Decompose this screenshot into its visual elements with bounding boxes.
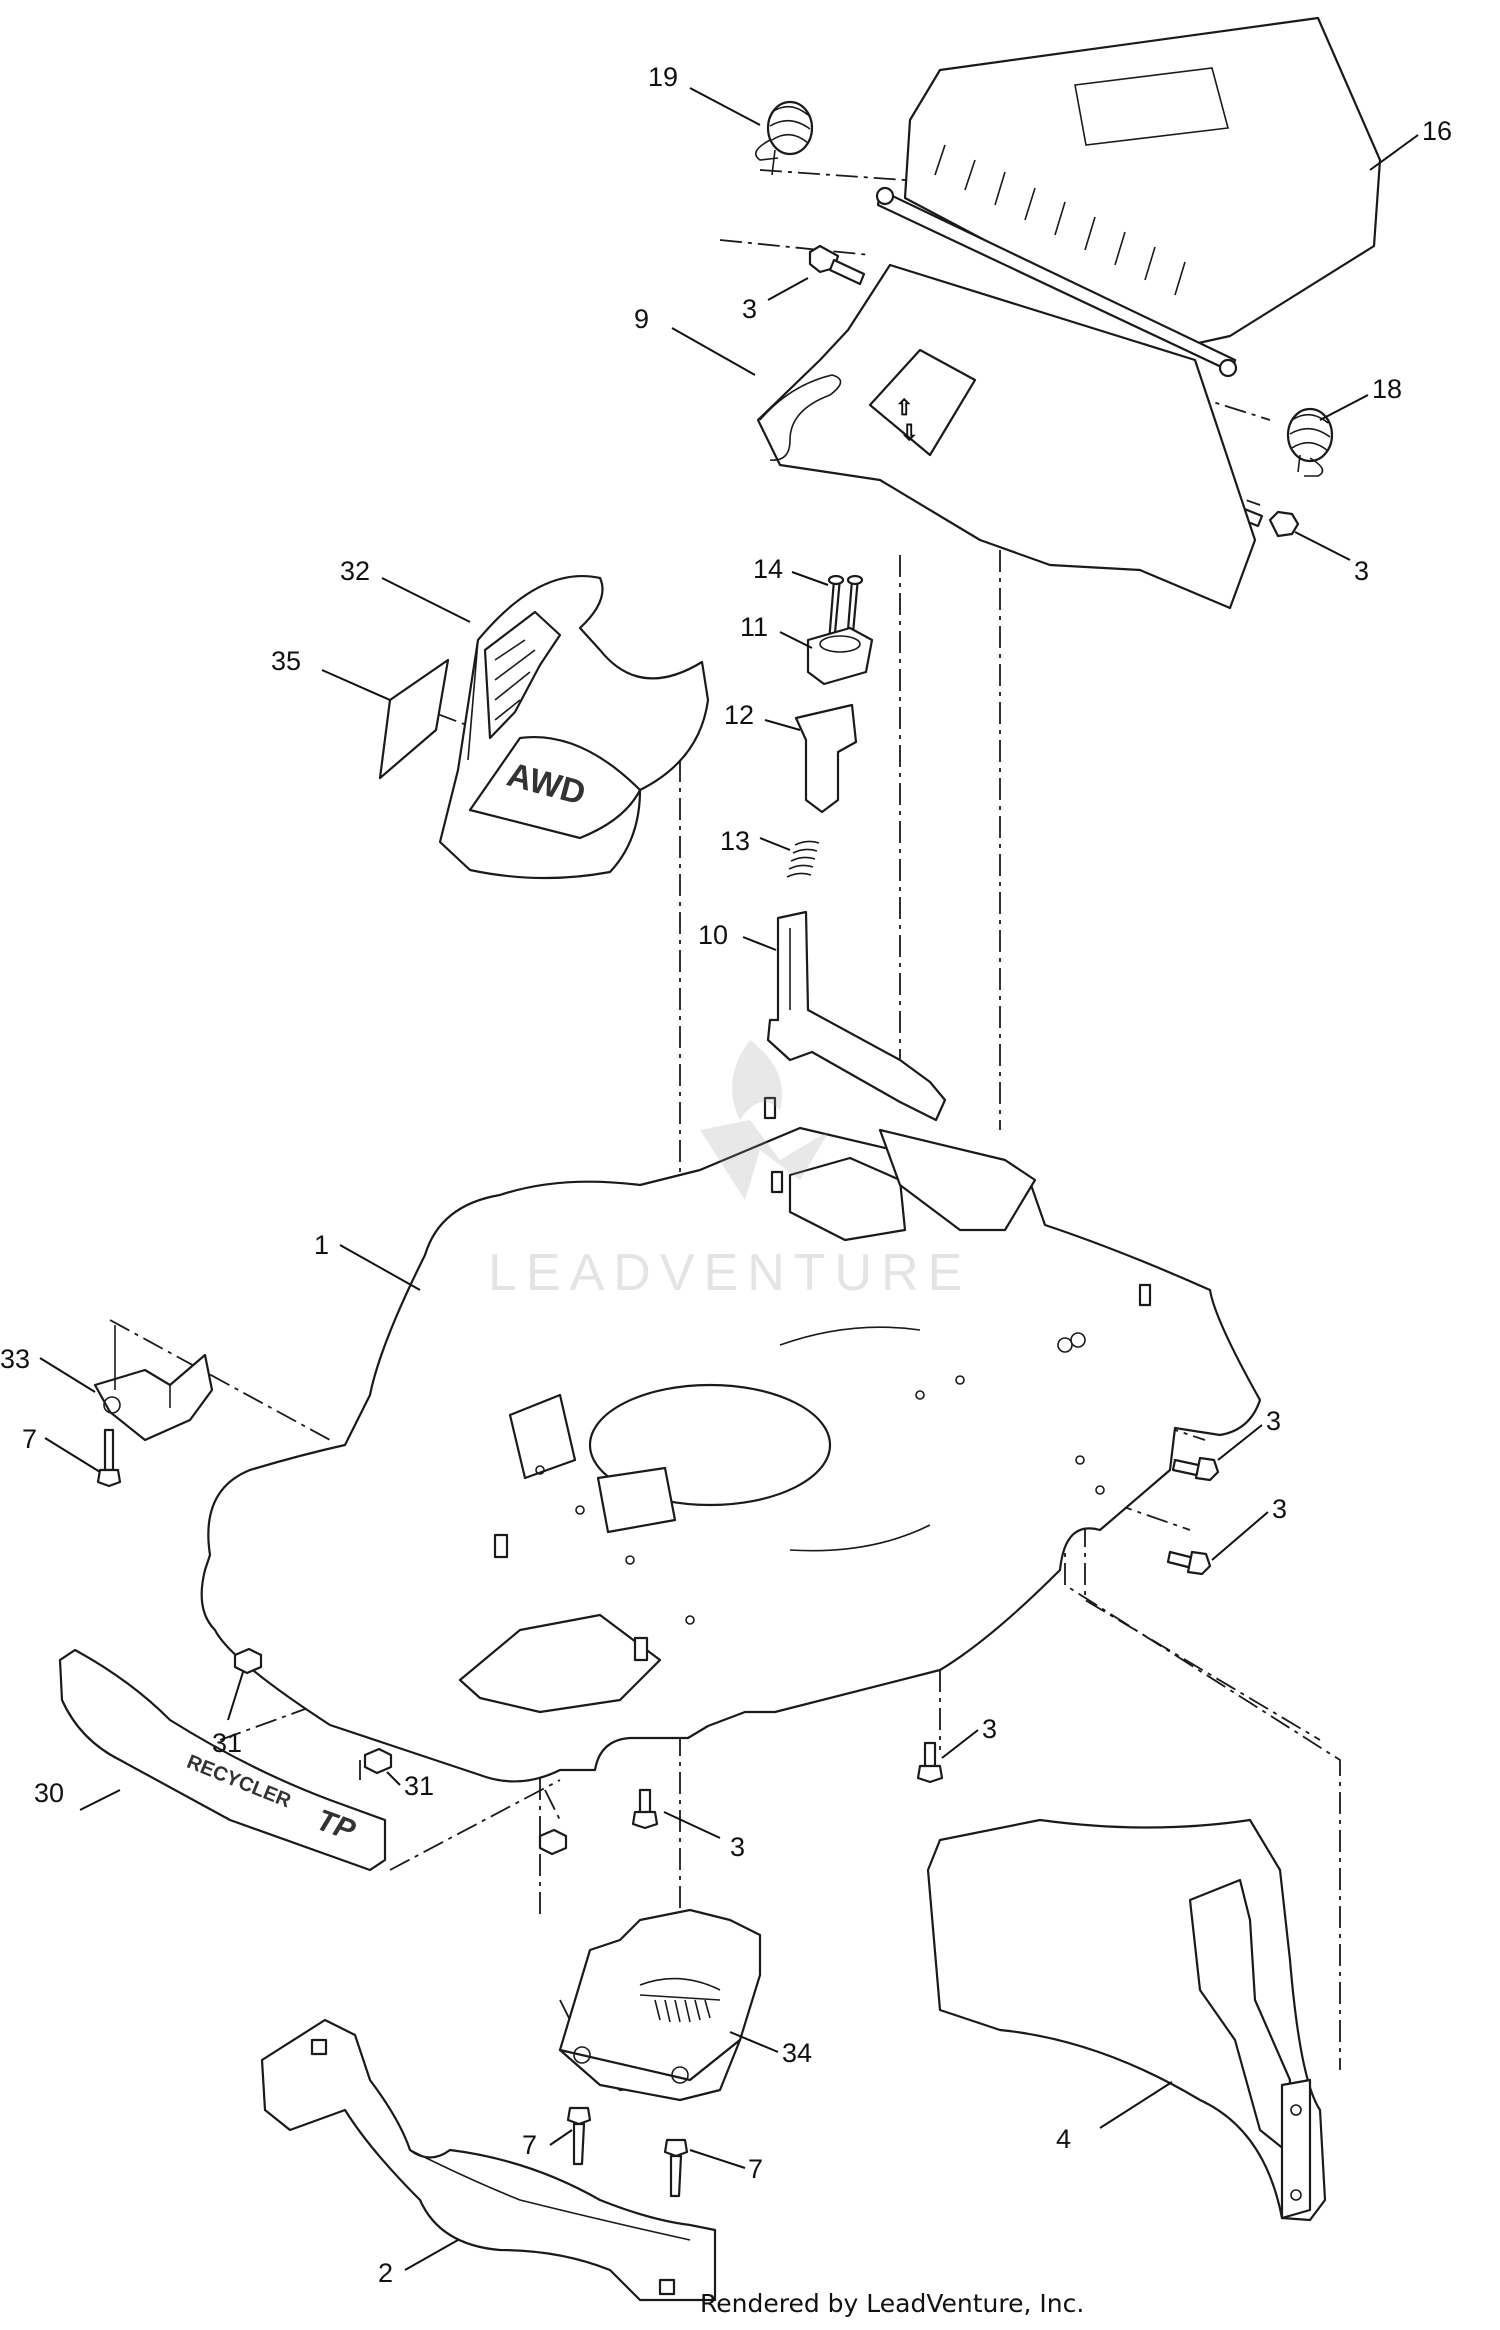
bolt-3-lower-2 <box>631 1788 659 1830</box>
bolt-3-right-2 <box>1166 1550 1212 1576</box>
callout-10: 10 <box>698 920 728 950</box>
part-12-slider <box>794 703 858 814</box>
callout-labels: 19 16 3 9 18 3 32 14 11 35 12 13 10 1 33… <box>0 62 1452 2288</box>
part-18-spring <box>1286 407 1334 477</box>
bolt-3-right-1 <box>1171 1456 1220 1482</box>
callout-14: 14 <box>753 554 783 584</box>
callout-3: 3 <box>1266 1406 1281 1436</box>
leadventure-watermark: LEADVENTURE <box>488 1040 971 1302</box>
callout-19: 19 <box>648 62 678 92</box>
callout-18: 18 <box>1372 374 1402 404</box>
part-31-nut-2 <box>363 1747 393 1775</box>
part-9-rear-door: ⇧ ⇩ <box>756 263 1257 610</box>
callout-7: 7 <box>522 2130 537 2160</box>
callout-1: 1 <box>314 1230 329 1260</box>
callout-16: 16 <box>1422 116 1452 146</box>
callout-3: 3 <box>1354 556 1369 586</box>
watermark-text: LEADVENTURE <box>488 1244 971 1302</box>
part-30-side-panel: RECYCLER TP <box>58 1648 387 1872</box>
bolt-7-lower-right <box>663 2138 689 2198</box>
render-credit: Rendered by LeadVenture, Inc. <box>700 2289 1085 2318</box>
svg-text:⇩: ⇩ <box>900 420 918 445</box>
part-19-spring <box>754 100 814 176</box>
part-11-knob <box>806 626 874 686</box>
bolt-7-lower-left <box>566 2106 592 2166</box>
part-13-spring <box>786 840 820 878</box>
part-34-rear-bracket <box>558 1908 762 2102</box>
callout-31: 31 <box>404 1771 434 1801</box>
part-1-deck <box>200 1096 1262 1783</box>
bolt-3-upper-left <box>808 244 866 286</box>
part-10-height-lever <box>766 910 947 1122</box>
svg-text:⇧: ⇧ <box>895 395 913 420</box>
callout-32: 32 <box>340 556 370 586</box>
leader-lines <box>39 87 1419 2271</box>
part-4-rear-deflector <box>926 1818 1327 2222</box>
callout-31: 31 <box>212 1728 242 1758</box>
callout-11: 11 <box>740 612 768 642</box>
part-33-bracket <box>93 1325 214 1442</box>
callout-35: 35 <box>271 646 301 676</box>
bolt-3-lower-1 <box>916 1741 944 1784</box>
callout-3: 3 <box>742 294 757 324</box>
callout-12: 12 <box>724 700 754 730</box>
callout-3: 3 <box>1272 1494 1287 1524</box>
callout-33: 33 <box>0 1344 30 1374</box>
part-35-filter-panel <box>378 658 450 780</box>
part-32-grass-bag-cover: AWD <box>438 574 710 880</box>
callout-2: 2 <box>378 2258 393 2288</box>
callout-4: 4 <box>1056 2124 1071 2154</box>
callout-7: 7 <box>22 1424 37 1454</box>
callout-7: 7 <box>748 2154 763 2184</box>
callout-30: 30 <box>34 1778 64 1808</box>
callout-34: 34 <box>782 2038 812 2068</box>
callout-9: 9 <box>634 304 649 334</box>
callout-3: 3 <box>982 1714 997 1744</box>
part-16-grass-bag-door <box>875 16 1382 378</box>
part-31-nut-1 <box>233 1647 263 1675</box>
part-2-front-shield <box>260 2018 717 2302</box>
bolt-7-left <box>96 1428 122 1488</box>
callout-13: 13 <box>720 826 750 856</box>
part-31-nut-3 <box>538 1828 568 1856</box>
callout-3: 3 <box>730 1832 745 1862</box>
